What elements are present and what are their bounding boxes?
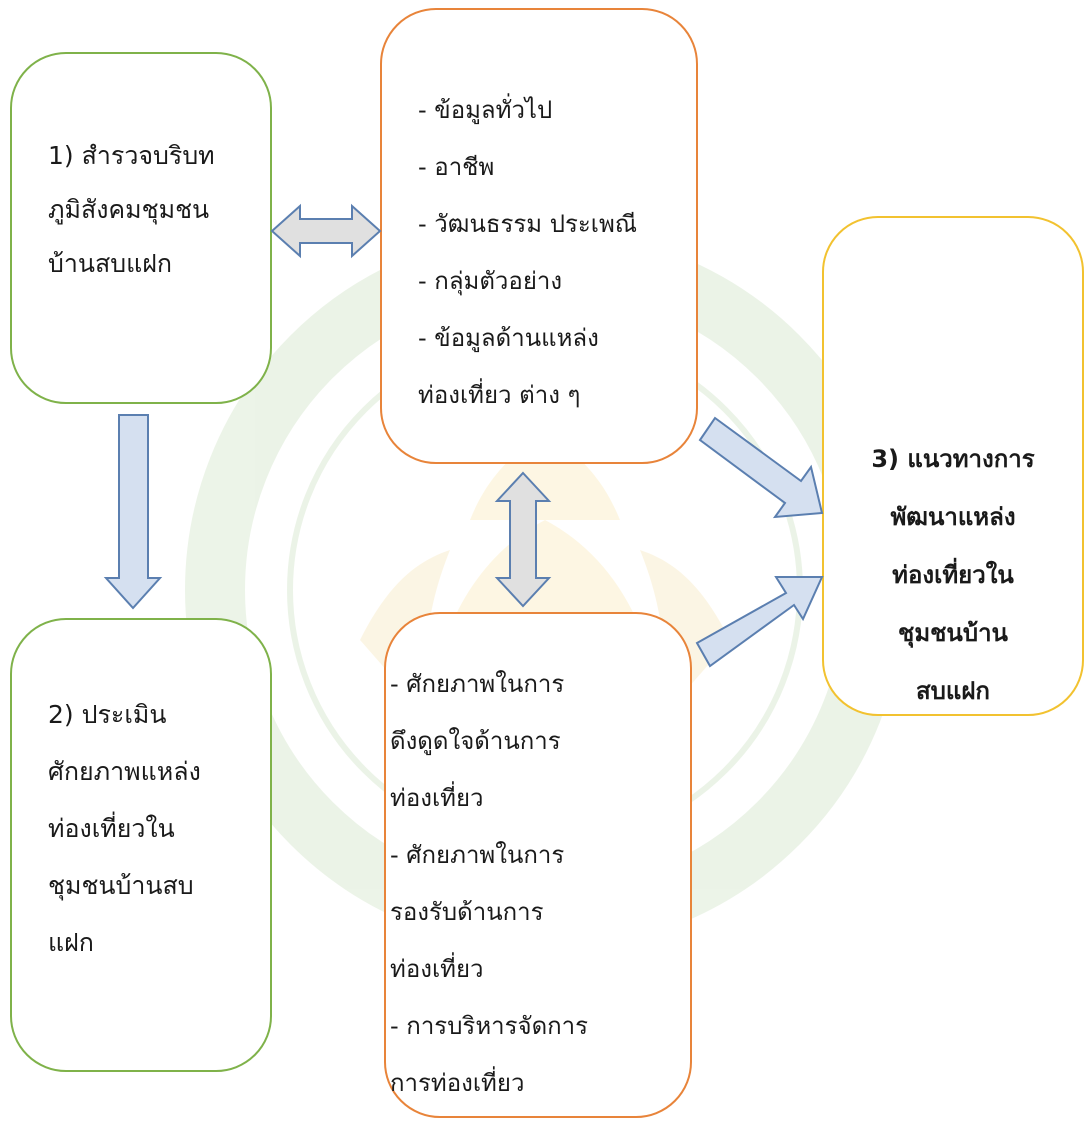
- text-line: การท่องเที่ยว: [390, 1069, 525, 1097]
- text-line: 1) สำรวจบริบท: [48, 141, 215, 170]
- text-line: 2) ประเมิน: [48, 700, 167, 729]
- text-line: รองรับด้านการ: [390, 898, 544, 926]
- text-line: ชุมชนบ้าน: [898, 619, 1008, 647]
- potential-criteria-text: - ศักยภาพในการ ดึงดูดใจด้านการ ท่องเที่ย…: [390, 656, 588, 1112]
- text-line: - ศักยภาพในการ: [390, 841, 565, 869]
- text-line: 3) แนวทางการ: [871, 445, 1035, 473]
- text-line: ท่องเที่ยว: [390, 955, 484, 983]
- potential-assessment-text: 2) ประเมิน ศักยภาพแหล่ง ท่องเที่ยวใน ชุม…: [48, 686, 201, 971]
- text-line: - การบริหารจัดการ: [390, 1012, 589, 1040]
- survey-context-text: 1) สำรวจบริบท ภูมิสังคมชุมชน บ้านสบแฝก: [48, 129, 215, 291]
- text-line: - ศักยภาพในการ: [390, 670, 565, 698]
- arrow-to-guideline-upper: [698, 416, 824, 519]
- potential-assessment-box: 2) ประเมิน ศักยภาพแหล่ง ท่องเที่ยวใน ชุม…: [10, 618, 272, 1072]
- double-arrow-horizontal: [270, 203, 382, 259]
- development-guideline-box: 3) แนวทางการ พัฒนาแหล่ง ท่องเที่ยวใน ชุม…: [822, 216, 1084, 716]
- text-line: บ้านสบแฝก: [48, 249, 173, 278]
- text-line: - ข้อมูลทั่วไป: [418, 96, 553, 124]
- text-line: แฝก: [48, 928, 94, 957]
- text-line: ท่องเที่ยว: [390, 784, 484, 812]
- text-line: ศักยภาพแหล่ง: [48, 757, 201, 786]
- text-line: สบแฝก: [916, 677, 990, 705]
- text-line: ท่องเที่ยวใน: [48, 814, 175, 843]
- arrow-down: [103, 414, 163, 610]
- text-line: - อาชีพ: [418, 153, 495, 181]
- text-line: ท่องเที่ยว ต่าง ๆ: [418, 381, 581, 409]
- text-line: - วัฒนธรรม ประเพณี: [418, 210, 638, 238]
- text-line: ท่องเที่ยวใน: [892, 561, 1014, 589]
- text-line: พัฒนาแหล่ง: [890, 503, 1016, 531]
- double-arrow-vertical: [494, 471, 552, 608]
- text-line: - กลุ่มตัวอย่าง: [418, 267, 563, 295]
- text-line: - ข้อมูลด้านแหล่ง: [418, 324, 599, 352]
- arrow-to-guideline-lower: [695, 576, 824, 668]
- community-info-text: - ข้อมูลทั่วไป - อาชีพ - วัฒนธรรม ประเพณ…: [418, 82, 637, 424]
- community-info-box: - ข้อมูลทั่วไป - อาชีพ - วัฒนธรรม ประเพณ…: [380, 8, 698, 464]
- text-line: ดึงดูดใจด้านการ: [390, 727, 561, 755]
- text-line: ชุมชนบ้านสบ: [48, 871, 194, 900]
- text-line: ภูมิสังคมชุมชน: [48, 195, 210, 224]
- development-guideline-text: 3) แนวทางการ พัฒนาแหล่ง ท่องเที่ยวใน ชุม…: [824, 430, 1082, 720]
- potential-criteria-box: - ศักยภาพในการ ดึงดูดใจด้านการ ท่องเที่ย…: [384, 612, 692, 1118]
- survey-context-box: 1) สำรวจบริบท ภูมิสังคมชุมชน บ้านสบแฝก: [10, 52, 272, 404]
